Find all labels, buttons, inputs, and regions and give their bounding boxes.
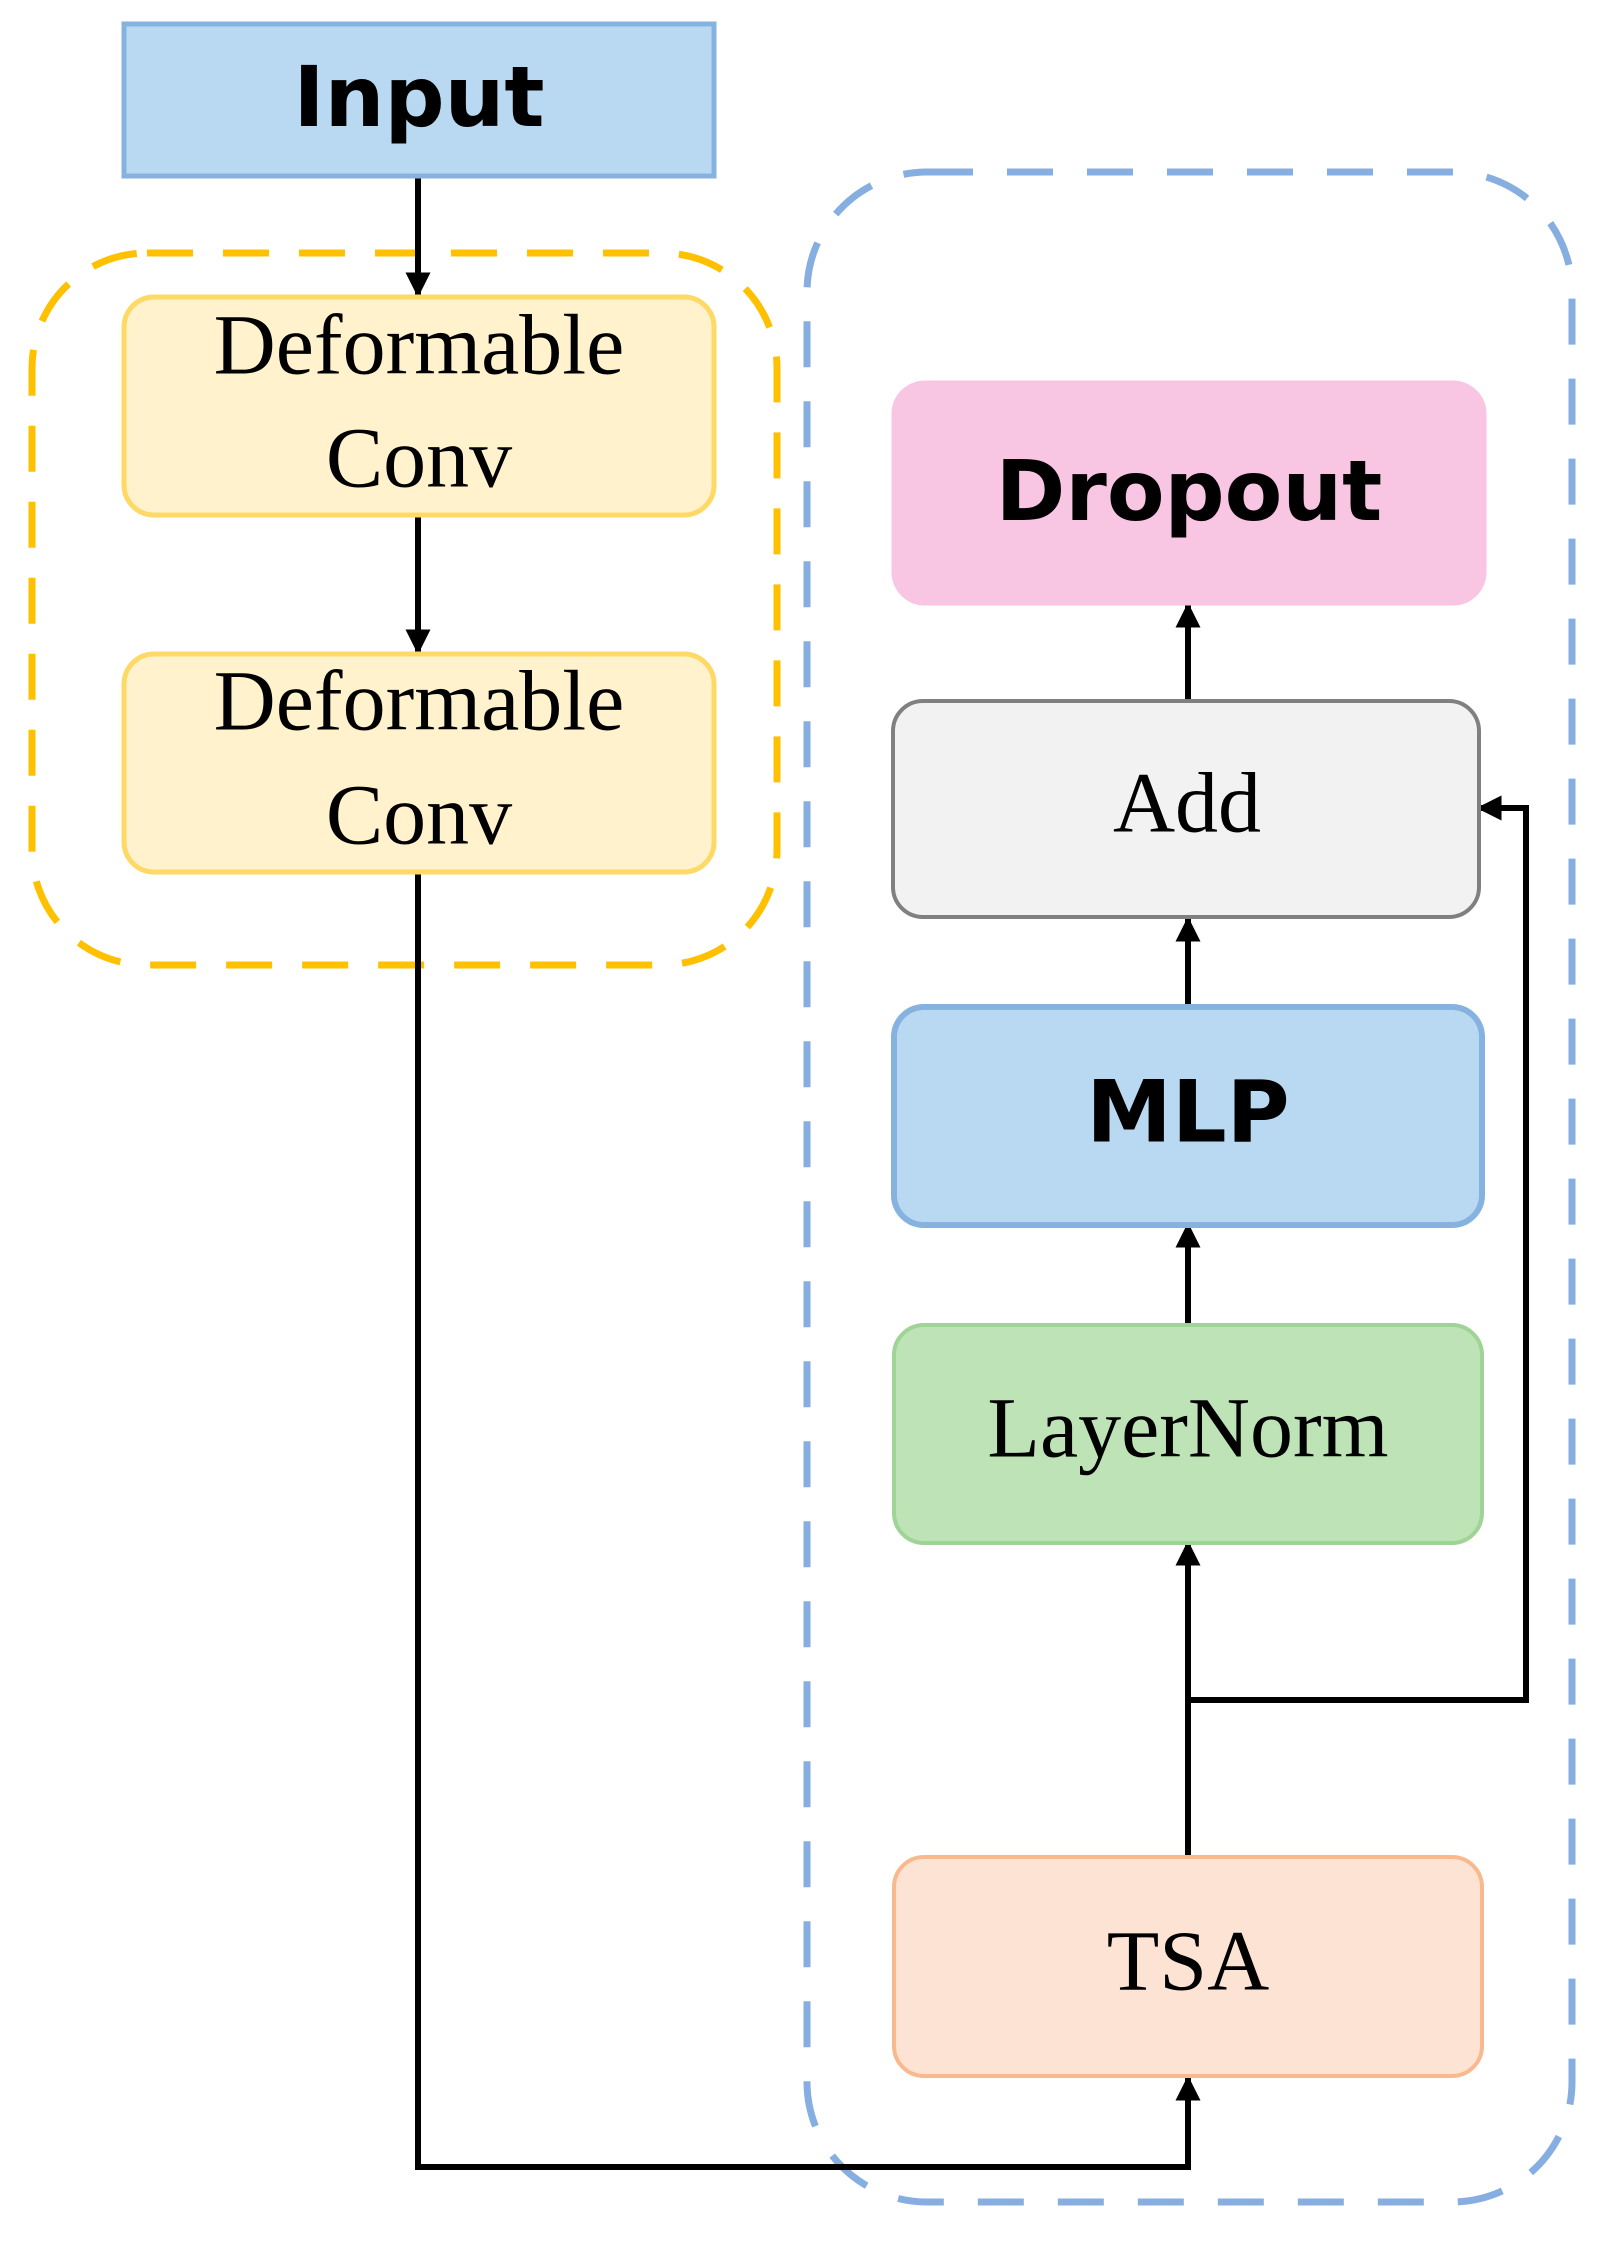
- mlp-box: [891, 1004, 1485, 1228]
- tsa-node: TSA: [892, 1855, 1484, 2078]
- deformable-conv-node-1: Deformable Conv: [121, 294, 717, 518]
- layernorm-box: [892, 1323, 1484, 1545]
- transformer-group-container: [803, 168, 1576, 2206]
- deformable-conv-box-1: [121, 294, 717, 518]
- input-label: Input: [293, 48, 544, 146]
- dropout-box: [891, 380, 1487, 606]
- edge-skip-to-add: [1188, 795, 1529, 1703]
- deformable-conv-label-2-line1: Deformable: [214, 653, 625, 749]
- mlp-label: MLP: [1086, 1062, 1289, 1162]
- tsa-box: [892, 1855, 1484, 2078]
- conv-group-container: [28, 249, 781, 969]
- input-node: Input: [121, 21, 717, 179]
- edges: [405, 176, 1529, 2170]
- add-label: Add: [1113, 755, 1261, 851]
- dropout-label: Dropout: [996, 442, 1383, 540]
- layernorm-node: LayerNorm: [892, 1323, 1484, 1545]
- tsa-label: TSA: [1107, 1913, 1269, 2009]
- add-node: Add: [891, 699, 1481, 919]
- add-box: [891, 699, 1481, 919]
- layernorm-label: LayerNorm: [987, 1380, 1388, 1476]
- mlp-node: MLP: [891, 1004, 1485, 1228]
- deformable-conv-label-1-line1: Deformable: [214, 297, 625, 393]
- dropout-node: Dropout: [891, 380, 1487, 606]
- deformable-conv-node-2: Deformable Conv: [121, 651, 717, 875]
- deformable-conv-label-1-line2: Conv: [326, 410, 512, 506]
- edge-deform2-to-tsa: [415, 872, 1201, 2170]
- input-box: [121, 21, 717, 179]
- deformable-conv-box-2: [121, 651, 717, 875]
- deformable-conv-label-2-line2: Conv: [326, 767, 512, 863]
